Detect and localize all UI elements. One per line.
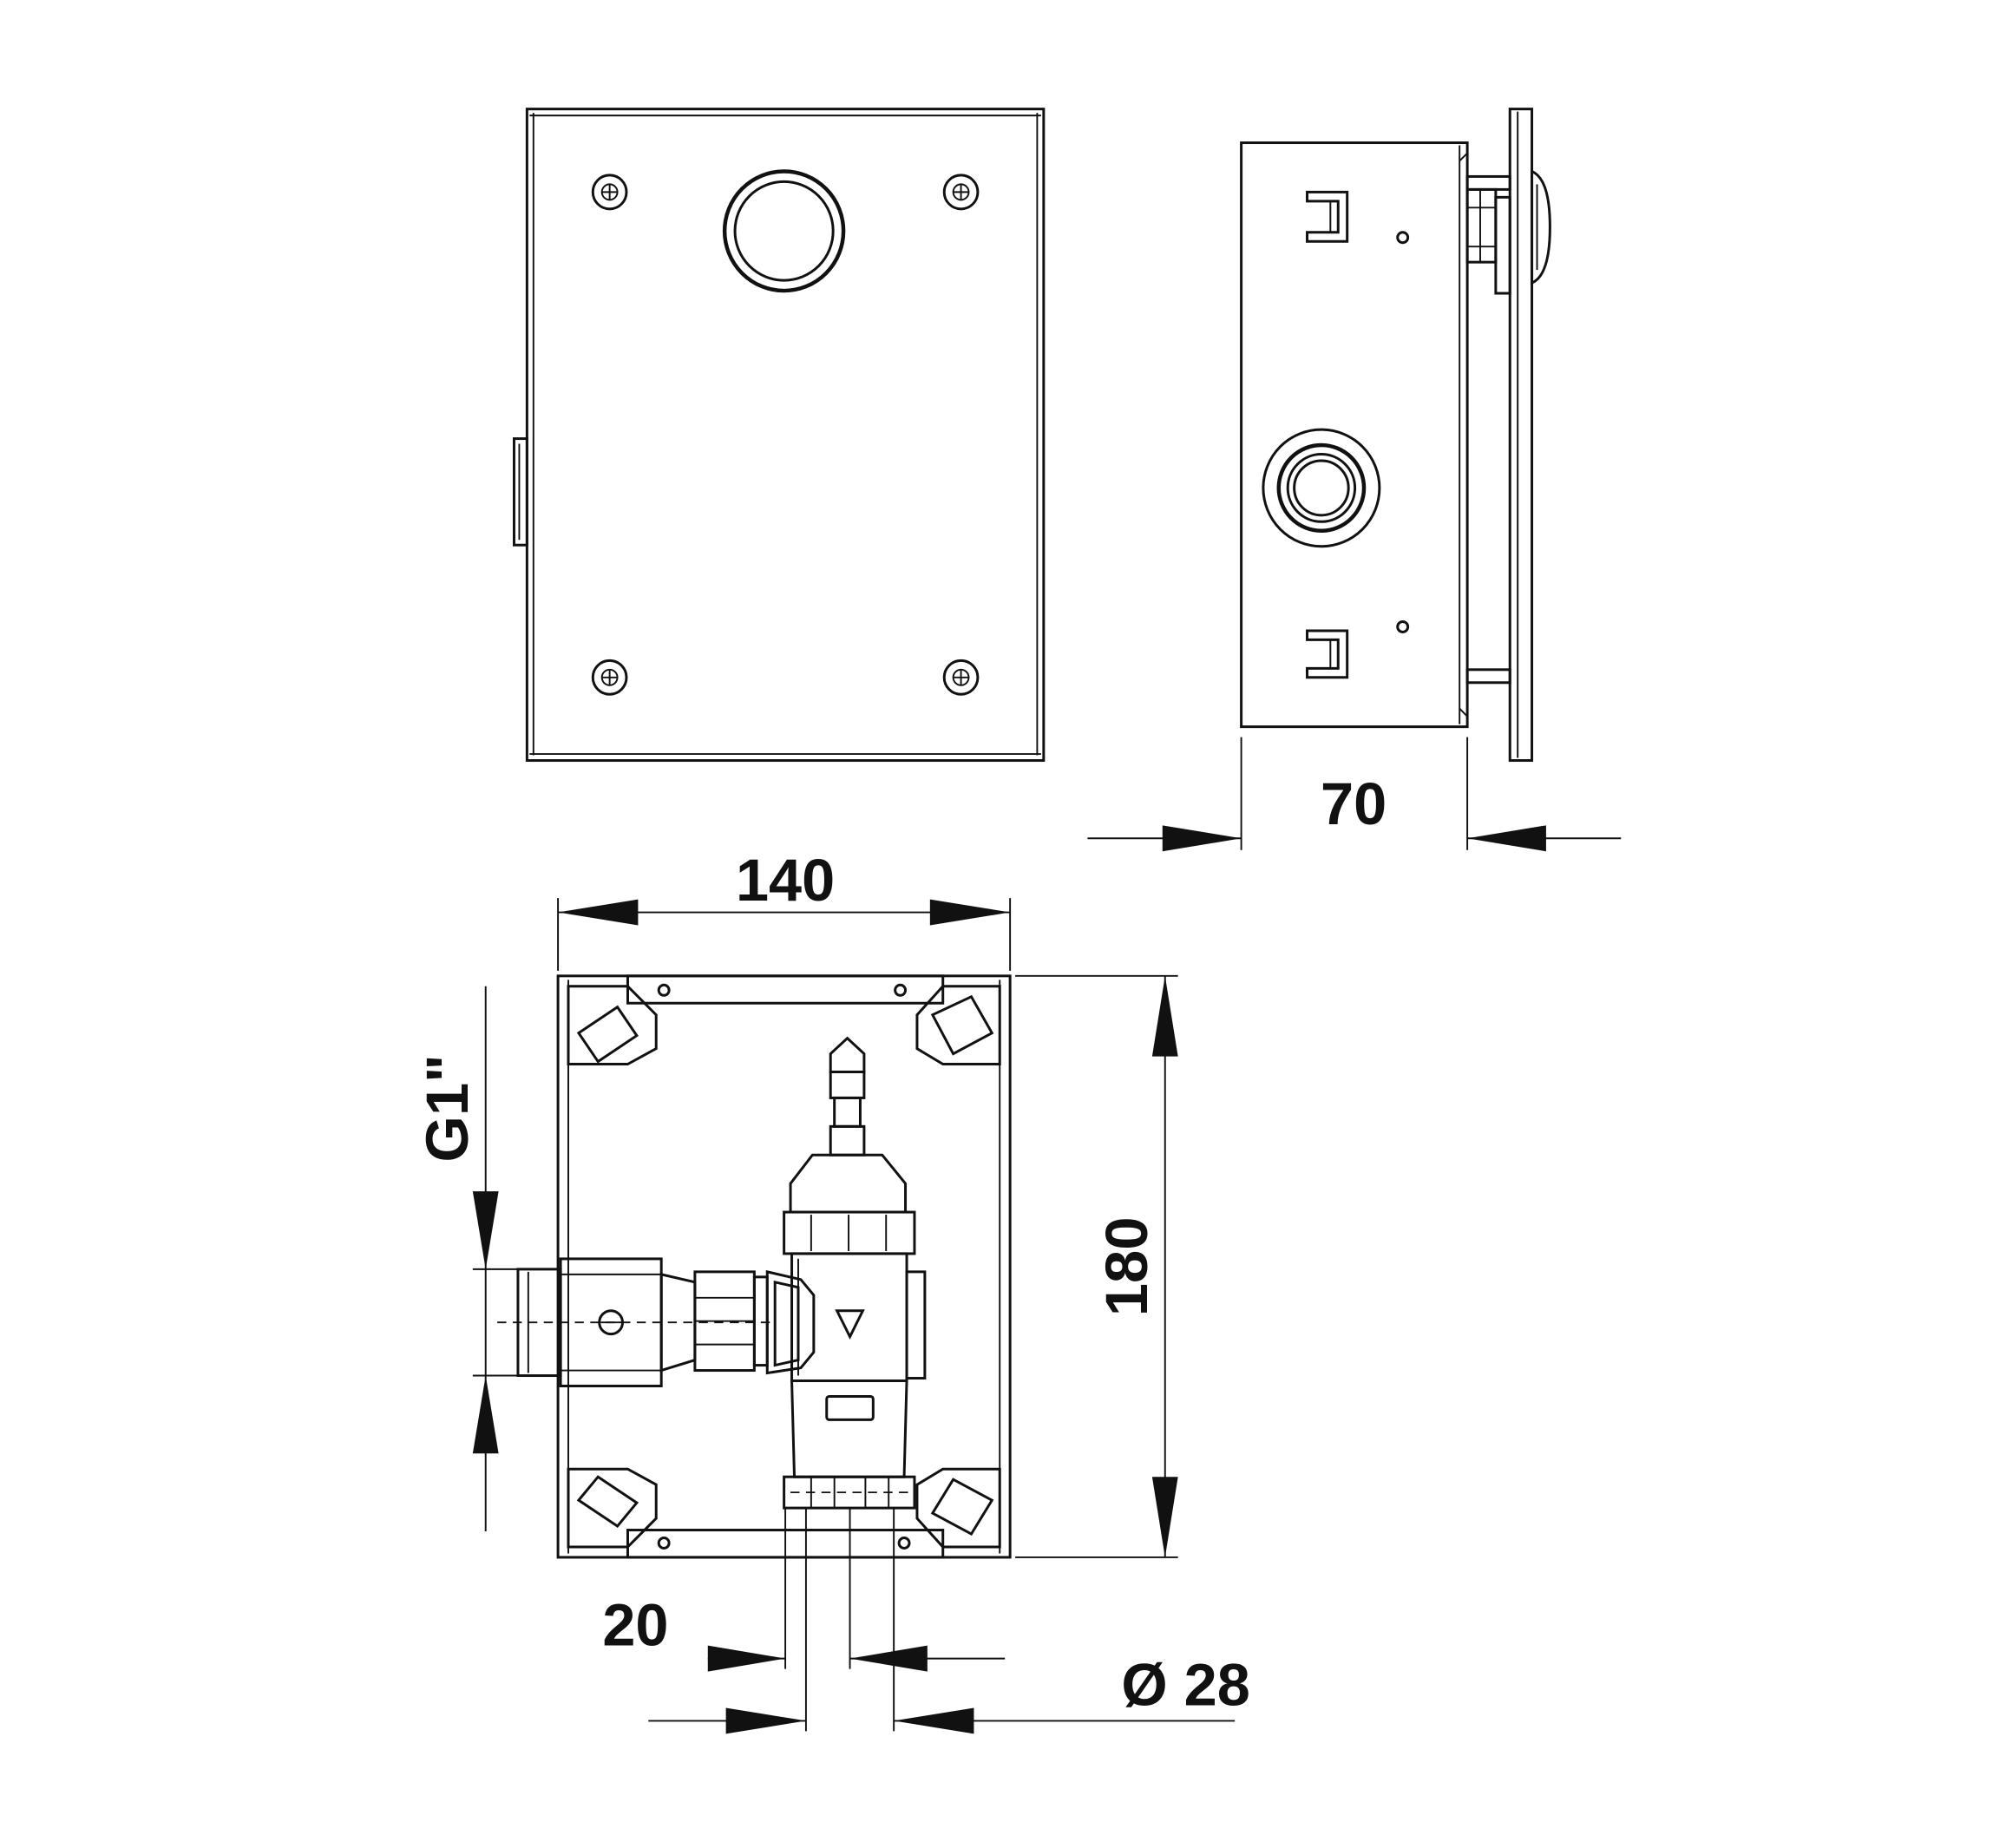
- mounting-clip: [1306, 629, 1349, 679]
- top-rail: [626, 974, 945, 1005]
- valve-body: [783, 1252, 927, 1510]
- dimension-diameter: Ø 28: [648, 1508, 1250, 1734]
- dimension-thread: G1": [414, 986, 520, 1532]
- dimension-height: 180: [1015, 974, 1178, 1558]
- mounting-clip: [1306, 190, 1349, 243]
- dimension-offset-label: 20: [602, 1592, 668, 1659]
- cover-plate-outline: [525, 108, 1046, 763]
- cover-screw-icon: [942, 174, 980, 211]
- corner-bracket: [567, 985, 658, 1066]
- dimension-thread-label: G1": [414, 1054, 481, 1162]
- valve-stem: [789, 1036, 908, 1214]
- dimension-offset: 20: [602, 1508, 1006, 1672]
- box-body-side: [1240, 141, 1469, 729]
- cover-screw-icon: [942, 659, 980, 696]
- side-port: [1262, 428, 1381, 548]
- front-cover-view: [512, 108, 1046, 763]
- cover-screw-icon: [591, 174, 628, 211]
- side-view: [1240, 108, 1551, 763]
- dimension-width-label: 140: [736, 847, 835, 914]
- push-button-side: [1531, 169, 1551, 285]
- dimension-width: 140: [557, 847, 1012, 971]
- corner-bracket: [567, 1467, 658, 1549]
- cover-latch: [512, 437, 528, 547]
- inlet-fittings: [497, 1257, 816, 1387]
- cover-button-opening: [722, 169, 846, 293]
- dimension-height-label: 180: [1093, 1217, 1160, 1317]
- dimension-diameter-label: Ø 28: [1121, 1651, 1249, 1718]
- flow-direction-icon: [835, 1309, 865, 1340]
- front-plate-side: [1508, 108, 1534, 763]
- dimension-depth-label: 70: [1321, 770, 1387, 837]
- interior-view: [497, 974, 1012, 1559]
- valve-nut: [783, 1210, 916, 1255]
- corner-bracket: [915, 985, 1001, 1066]
- corner-bracket: [915, 1467, 1001, 1549]
- cover-screw-icon: [591, 659, 628, 696]
- dimension-depth: 70: [1087, 737, 1622, 852]
